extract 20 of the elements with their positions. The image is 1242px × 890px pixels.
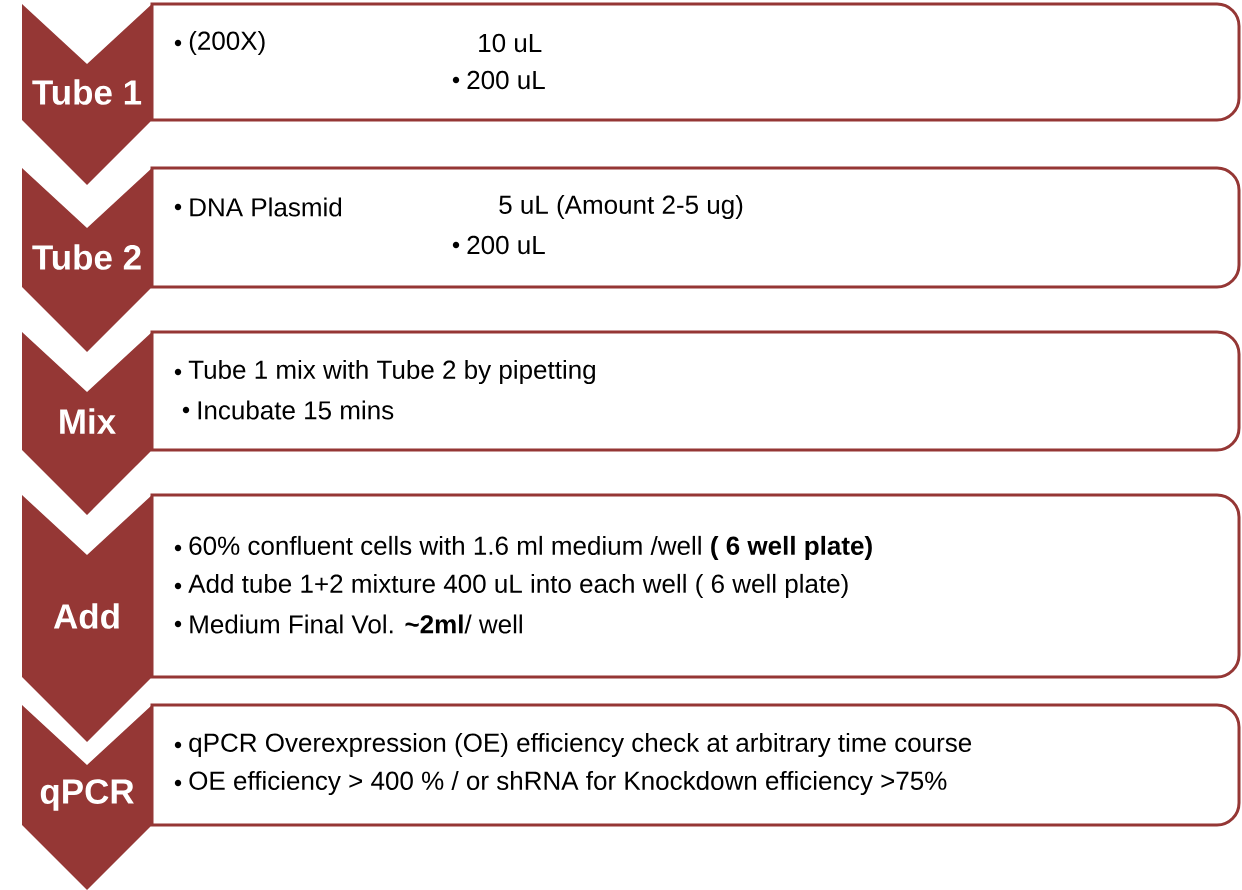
bullet-item: 200 uL <box>452 235 545 255</box>
step-label-band: qPCR <box>22 705 152 890</box>
node-label: qPCR <box>40 779 134 811</box>
step-label-band: Tube 2 <box>22 168 152 352</box>
step-label-band: Add <box>22 495 152 742</box>
bullet-item: Incubate 15 mins <box>182 400 394 420</box>
bullet-item: Add tube 1+2 mixture 400 uL into each well ( 6 well plate) <box>174 573 848 599</box>
bullet-item: qPCR Overexpression (OE) efficiency check at arbitrary time course <box>174 732 972 758</box>
step-label-band: Tube 1 <box>22 4 152 185</box>
quantity-text: 5 uL (Amount 2-5 ug) <box>499 194 743 220</box>
bullet-item: Tube 1 mix with Tube 2 by pipetting <box>174 359 595 385</box>
step-label-band: Mix <box>22 332 152 515</box>
quantity-text: 10 uL <box>479 33 542 53</box>
node-label: Add <box>53 603 119 629</box>
bullet-item: 60% confluent cells with 1.6 ml medium /well ( 6 well plate) <box>174 535 872 561</box>
bullet-item: 200 uL <box>452 70 545 90</box>
bullet-item: (200X) <box>174 30 265 56</box>
bullet-item: DNA Plasmid <box>174 197 342 217</box>
bullet-item: OE efficiency > 400 % / or shRNA for Knockdown efficiency >75% <box>174 770 947 796</box>
bullet-item: Medium Final Vol. ~2ml/ well <box>174 614 522 634</box>
